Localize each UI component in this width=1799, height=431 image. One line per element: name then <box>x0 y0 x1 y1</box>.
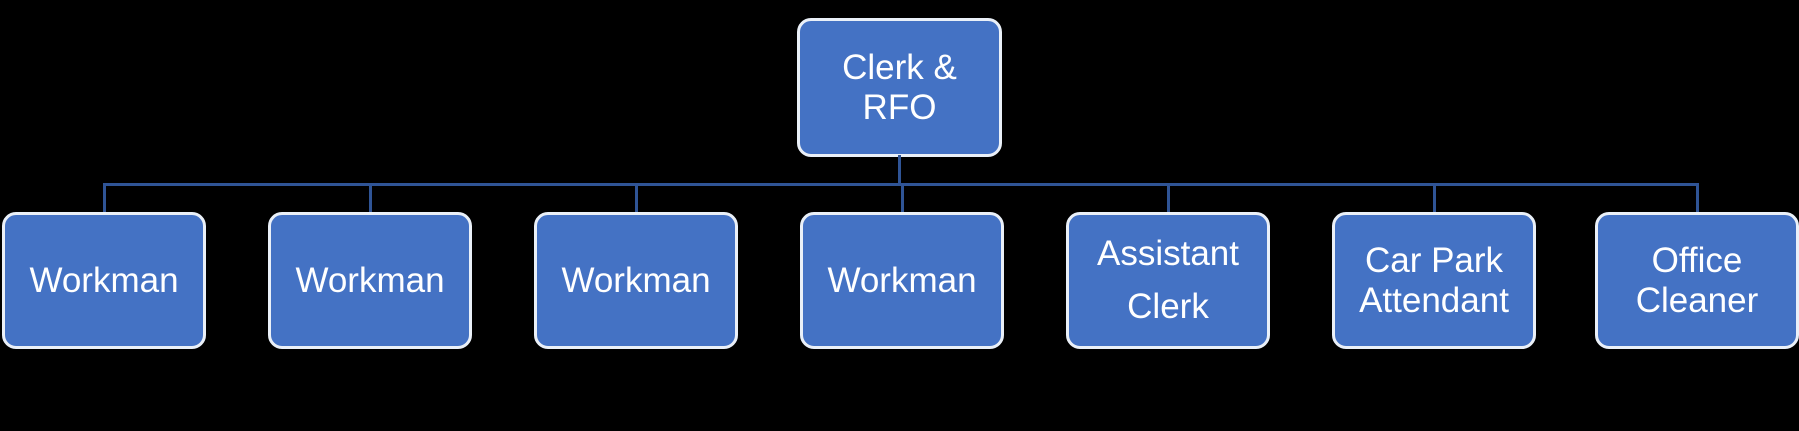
org-node-label: Assistant Clerk <box>1097 234 1239 326</box>
connector-stem-line <box>898 155 901 185</box>
org-node-assistant-clerk: Assistant Clerk <box>1066 212 1270 349</box>
connector-drop-line <box>1167 184 1170 213</box>
org-node-workman-1: Workman <box>2 212 206 349</box>
connector-drop-line <box>901 184 904 213</box>
connector-drop-line <box>635 184 638 213</box>
connector-drop-line <box>369 184 372 213</box>
org-node-workman-3: Workman <box>534 212 738 349</box>
org-node-label: Workman <box>827 260 977 300</box>
org-node-label: Workman <box>561 260 711 300</box>
org-node-car-park-attendant: Car Park Attendant <box>1332 212 1536 349</box>
connector-drop-line <box>103 184 106 213</box>
connector-drop-line <box>1433 184 1436 213</box>
org-node-label: Clerk & RFO <box>842 47 957 127</box>
connector-drop-line <box>1696 184 1699 213</box>
org-node-label: Workman <box>295 260 445 300</box>
org-node-clerk-rfo: Clerk & RFO <box>797 18 1002 157</box>
org-node-label: Office Cleaner <box>1635 240 1759 320</box>
org-node-label: Car Park Attendant <box>1359 240 1509 320</box>
org-node-office-cleaner: Office Cleaner <box>1595 212 1799 349</box>
org-node-workman-4: Workman <box>800 212 1004 349</box>
org-node-label: Workman <box>29 260 179 300</box>
org-node-workman-2: Workman <box>268 212 472 349</box>
